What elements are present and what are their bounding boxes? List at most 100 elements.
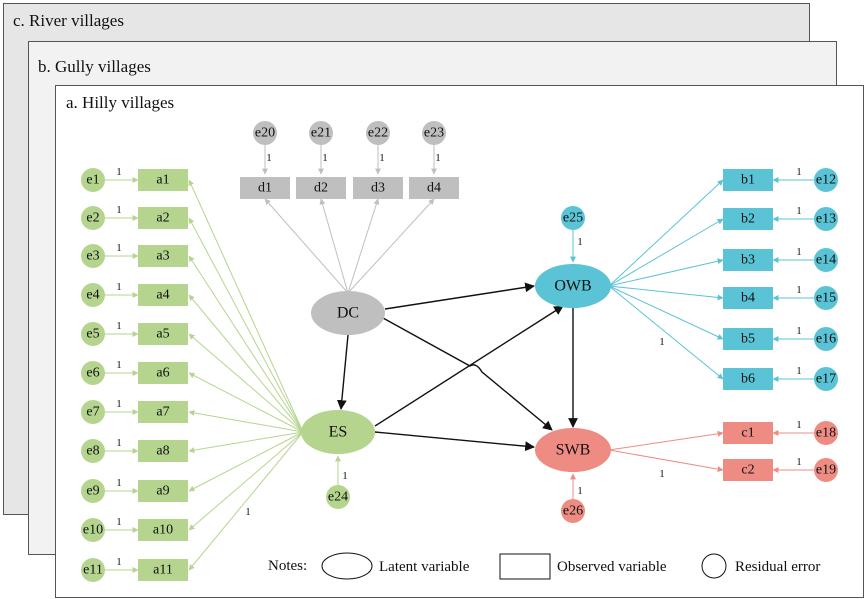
- error-e12-label: e12: [816, 173, 836, 188]
- notes-legend: Notes: Latent variable Observed variable…: [268, 552, 820, 580]
- item-b4: [723, 287, 773, 309]
- loading-es-a8: [188, 431, 304, 454]
- error-e6: [81, 361, 105, 385]
- item-b4-label: b4: [741, 291, 755, 306]
- error-e13-label: e13: [816, 212, 836, 227]
- error-e24-label: e24: [328, 490, 348, 505]
- fixed-loading-e18: 1: [796, 419, 802, 431]
- error-e25: [561, 206, 585, 230]
- latent-dc-label: DC: [337, 305, 359, 322]
- item-a5-label: a5: [156, 327, 169, 342]
- loading-es-a11: [188, 431, 304, 571]
- item-a4-label: a4: [156, 288, 169, 303]
- panel-title-river: c. River villages: [13, 11, 124, 30]
- fixed-loading-e2: 1: [116, 204, 122, 216]
- item-b2: [723, 208, 773, 230]
- latent-swb-label: SWB: [556, 442, 591, 459]
- notes-label: Notes:: [268, 558, 307, 574]
- error-e20: [253, 121, 277, 145]
- fixed-loading-e17: 1: [796, 365, 802, 377]
- fixed-loading-e1: 1: [116, 166, 122, 178]
- item-a6: [138, 362, 188, 384]
- legend-latent-ellipse: [321, 552, 373, 580]
- legend-observed-label: Observed variable: [557, 559, 667, 575]
- item-b1-label: b1: [741, 173, 755, 188]
- fixed-loading-e15: 1: [796, 284, 802, 296]
- error-e9: [81, 479, 105, 503]
- item-a3-label: a3: [156, 249, 169, 264]
- panel-title-hilly: a. Hilly villages: [66, 93, 175, 112]
- fixed-loading-e26: 1: [577, 485, 583, 497]
- error-e2-label: e2: [86, 211, 99, 226]
- item-a10-label: a10: [153, 523, 173, 538]
- fixed-loading-es-a11: 1: [245, 506, 251, 518]
- item-b3: [723, 249, 773, 271]
- loading-es-a6: [188, 372, 304, 433]
- item-d2: [296, 177, 346, 199]
- error-e14-label: e14: [816, 253, 836, 268]
- loading-es-a9: [188, 431, 304, 492]
- item-a8-label: a8: [156, 444, 169, 459]
- fixed-loading-e19: 1: [796, 456, 802, 468]
- item-a7-label: a7: [156, 405, 169, 420]
- error-e25-label: e25: [563, 211, 583, 226]
- item-a11: [138, 559, 188, 581]
- error-e16: [814, 327, 838, 351]
- loading-es-a7: [188, 409, 304, 433]
- error-e21: [309, 121, 333, 145]
- fixed-loading-e5: 1: [116, 320, 122, 332]
- loading-owb-b4: [608, 285, 724, 301]
- fixed-loading-e12: 1: [796, 166, 802, 178]
- loading-es-a10: [188, 431, 304, 531]
- loading-dc-d1: [264, 198, 349, 294]
- loading-owb-b5: [608, 285, 724, 340]
- item-b2-label: b2: [741, 212, 755, 227]
- path-es-swb: [374, 431, 535, 452]
- item-c2: [723, 459, 773, 481]
- fixed-loading-e22: 1: [379, 152, 385, 164]
- item-a11-label: a11: [153, 563, 173, 578]
- error-e5: [81, 322, 105, 346]
- fixed-loading-e14: 1: [796, 246, 802, 258]
- item-a3: [138, 245, 188, 267]
- loading-owb-b2: [608, 218, 724, 287]
- loading-dc-d3: [347, 198, 380, 294]
- item-a2: [138, 207, 188, 229]
- error-e17-label: e17: [816, 372, 836, 387]
- fixed-loading-swb-c2: 1: [659, 468, 665, 480]
- error-e11: [81, 558, 105, 582]
- error-e11-label: e11: [83, 563, 103, 578]
- path-dc-owb: [384, 282, 535, 310]
- fixed-loading-e10: 1: [116, 516, 122, 528]
- item-b6-label: b6: [741, 372, 755, 387]
- fixed-loading-e20: 1: [266, 152, 272, 164]
- error-e4-label: e4: [86, 288, 99, 303]
- error-e10-label: e10: [83, 523, 103, 538]
- item-c2-label: c2: [741, 463, 754, 478]
- loading-swb-c1: [608, 430, 724, 451]
- fixed-loading-e11: 1: [116, 556, 122, 568]
- latent-es: [301, 410, 375, 454]
- panel-title-gully: b. Gully villages: [38, 57, 151, 76]
- item-d2-label: d2: [314, 181, 328, 196]
- legend-residual-label: Residual error: [735, 559, 820, 575]
- error-e17: [814, 367, 838, 391]
- loading-swb-c2: [608, 449, 724, 473]
- fixed-loading-e21: 1: [322, 152, 328, 164]
- loading-dc-d2: [319, 198, 349, 294]
- error-e15: [814, 286, 838, 310]
- error-e2: [81, 206, 105, 230]
- legend-latent-label: Latent variable: [379, 559, 470, 575]
- error-e6-label: e6: [86, 366, 99, 381]
- latent-owb: [535, 264, 611, 308]
- loading-owb-b1: [608, 179, 724, 287]
- fixed-loading-e8: 1: [116, 437, 122, 449]
- error-e23-label: e23: [424, 126, 444, 141]
- loading-es-a5: [188, 333, 304, 433]
- item-a9-label: a9: [156, 484, 169, 499]
- error-e15-label: e15: [816, 291, 836, 306]
- error-e10: [81, 518, 105, 542]
- fixed-loading-e23: 1: [435, 152, 441, 164]
- latent-swb: [535, 428, 611, 472]
- path-dc-swb: [382, 317, 553, 431]
